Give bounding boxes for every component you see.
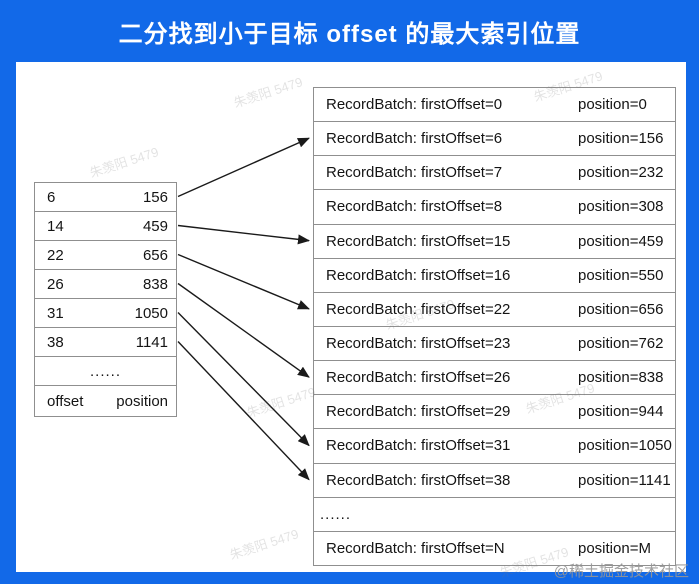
recordbatch-row: RecordBatch: firstOffset=6 position=156: [313, 121, 676, 156]
recordbatch-position: position=156: [578, 130, 664, 148]
index-header-row: offset position: [34, 385, 177, 416]
recordbatch-label: RecordBatch: firstOffset=38: [326, 471, 511, 489]
recordbatch-row: RecordBatch: firstOffset=8 position=308: [313, 189, 676, 224]
recordbatch-label: RecordBatch: firstOffset=22: [326, 300, 511, 318]
position-column-label: position: [116, 392, 168, 410]
recordbatch-position: position=944: [578, 403, 664, 421]
recordbatch-row: RecordBatch: firstOffset=0 position=0: [313, 87, 676, 122]
index-offset-value: 38: [47, 333, 64, 351]
recordbatch-row: RecordBatch: firstOffset=29 position=944: [313, 394, 676, 429]
recordbatch-position: position=308: [578, 198, 664, 216]
title-bar: 二分找到小于目标 offset 的最大索引位置: [0, 0, 699, 62]
recordbatch-position: position=1141: [578, 471, 671, 489]
ellipsis-text: ......: [89, 362, 121, 380]
recordbatch-label: RecordBatch: firstOffset=23: [326, 335, 511, 353]
recordbatch-row: RecordBatch: firstOffset=22 position=656: [313, 291, 676, 326]
index-offset-value: 31: [47, 304, 64, 322]
recordbatch-position: position=232: [578, 164, 664, 182]
recordbatch-label: RecordBatch: firstOffset=0: [326, 96, 503, 114]
recordbatch-row: RecordBatch: firstOffset=23 position=762: [313, 325, 676, 361]
index-position-value: 838: [142, 275, 168, 293]
recordbatch-row: RecordBatch: firstOffset=38 position=1141: [313, 462, 676, 497]
index-row: 31 1050: [34, 298, 177, 327]
recordbatch-label: RecordBatch: firstOffset=26: [326, 369, 511, 387]
recordbatch-position: position=459: [578, 232, 664, 250]
recordbatch-position: position=838: [578, 369, 664, 387]
ellipsis-text: ......: [320, 505, 352, 523]
recordbatch-label: RecordBatch: firstOffset=31: [326, 437, 511, 455]
index-row: 26 838: [34, 269, 177, 298]
index-position-value: 459: [142, 217, 168, 235]
offset-index-table: 6 156 14 459 22 656 26 838 31 1050 38 1141 ...... o…: [34, 182, 177, 417]
index-offset-value: 22: [47, 246, 64, 264]
recordbatch-label: RecordBatch: firstOffset=7: [326, 164, 503, 182]
recordbatch-row: RecordBatch: firstOffset=16 position=550: [313, 257, 676, 292]
recordbatch-position: position=656: [578, 300, 664, 318]
recordbatch-label: RecordBatch: firstOffset=N: [326, 539, 505, 557]
index-row: 14 459: [34, 211, 177, 240]
recordbatch-row: RecordBatch: firstOffset=15 position=459: [313, 223, 676, 258]
index-position-value: 1050: [134, 304, 168, 322]
recordbatch-label: RecordBatch: firstOffset=16: [326, 266, 511, 284]
index-row: 6 156: [34, 182, 177, 211]
recordbatch-position: position=1050: [578, 437, 672, 455]
recordbatch-label: RecordBatch: firstOffset=8: [326, 198, 503, 216]
index-ellipsis-row: ......: [34, 356, 177, 385]
offset-column-label: offset: [47, 392, 84, 410]
recordbatch-row: RecordBatch: firstOffset=26 position=838: [313, 360, 676, 395]
index-offset-value: 14: [47, 217, 64, 235]
recordbatch-position: position=762: [578, 335, 664, 353]
recordbatch-last-row: RecordBatch: firstOffset=N position=M: [313, 530, 676, 565]
index-position-value: 156: [142, 188, 168, 206]
recordbatch-row: RecordBatch: firstOffset=7 position=232: [313, 155, 676, 190]
recordbatch-position: position=0: [578, 96, 647, 114]
recordbatch-ellipsis-row: ......: [313, 496, 676, 531]
recordbatch-label: RecordBatch: firstOffset=6: [326, 130, 503, 148]
index-offset-value: 6: [47, 188, 56, 206]
index-row: 38 1141: [34, 327, 177, 356]
recordbatch-row: RecordBatch: firstOffset=31 position=1050: [313, 428, 676, 463]
recordbatch-label: RecordBatch: firstOffset=29: [326, 403, 511, 421]
index-position-value: 1141: [135, 333, 168, 351]
index-position-value: 656: [142, 246, 168, 264]
recordbatch-position: position=M: [578, 539, 651, 557]
index-offset-value: 26: [47, 275, 64, 293]
index-row: 22 656: [34, 240, 177, 269]
recordbatch-label: RecordBatch: firstOffset=15: [326, 232, 511, 250]
page-title: 二分找到小于目标 offset 的最大索引位置: [118, 20, 581, 48]
recordbatch-position: position=550: [578, 266, 664, 284]
